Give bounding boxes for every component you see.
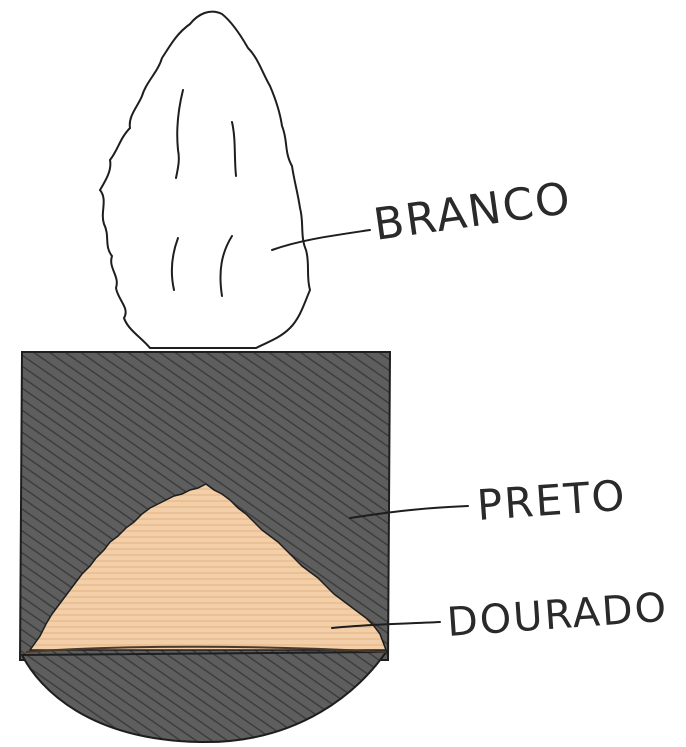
white-flame <box>100 12 310 348</box>
label-dourado: DOURADO <box>445 585 669 646</box>
black-base-shape <box>22 652 386 742</box>
label-preto: PRETO <box>475 471 628 530</box>
white-flame-outline <box>100 12 310 348</box>
label-branco: BRANCO <box>370 173 575 251</box>
